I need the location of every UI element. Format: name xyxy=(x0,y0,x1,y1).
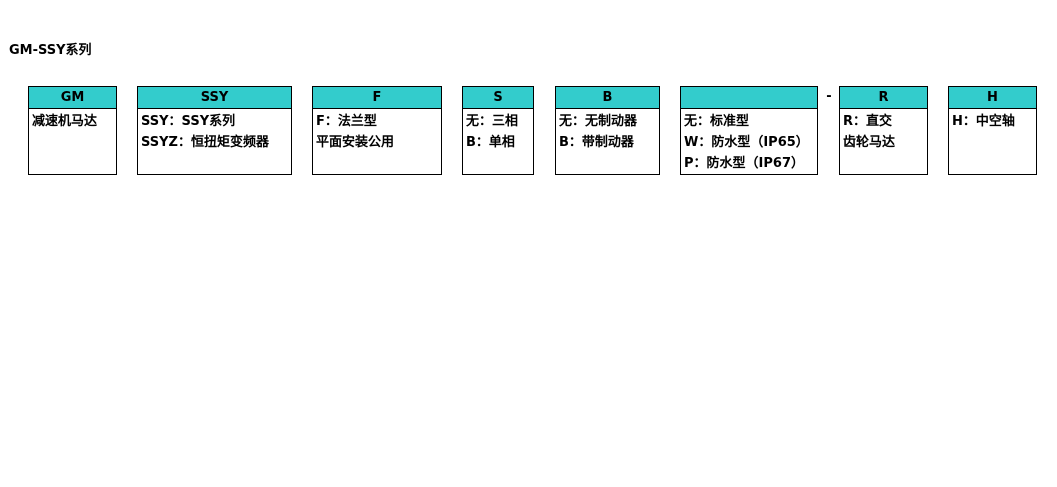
code-option: 无：三相 xyxy=(466,114,519,129)
code-options-s: 无：三相 B：单相 xyxy=(463,109,533,153)
code-option: H：中空轴 xyxy=(952,114,1015,129)
code-header-h: H xyxy=(949,87,1036,109)
code-options-b: 无：无制动器 B：带制动器 xyxy=(556,109,659,153)
code-option: B：带制动器 xyxy=(559,135,634,150)
code-options-r: R：直交 齿轮马达 xyxy=(840,109,927,153)
code-header-b: B xyxy=(556,87,659,109)
code-separator: - xyxy=(826,89,832,104)
code-option: SSYZ：恒扭矩变频器 xyxy=(141,135,269,150)
code-header-protection xyxy=(681,87,817,109)
code-box-s: S 无：三相 B：单相 xyxy=(462,86,534,175)
code-option: B：单相 xyxy=(466,135,515,150)
code-box-r: R R：直交 齿轮马达 xyxy=(839,86,928,175)
code-header-s: S xyxy=(463,87,533,109)
code-options-f: F：法兰型 平面安装公用 xyxy=(313,109,441,153)
code-header-f: F xyxy=(313,87,441,109)
code-option: P：防水型（IP67） xyxy=(684,156,804,171)
code-box-gm: GM 减速机马达 xyxy=(28,86,117,175)
code-option: SSY：SSY系列 xyxy=(141,114,236,129)
code-options-gm: 减速机马达 xyxy=(29,109,116,132)
code-option: R：直交 xyxy=(843,114,893,129)
code-header-r: R xyxy=(840,87,927,109)
code-option: 无：标准型 xyxy=(684,114,750,129)
code-box-h: H H：中空轴 xyxy=(948,86,1037,175)
code-option: F：法兰型 xyxy=(316,114,377,129)
code-option: W：防水型（IP65） xyxy=(684,135,809,150)
code-box-f: F F：法兰型 平面安装公用 xyxy=(312,86,442,175)
code-box-ssy: SSY SSY：SSY系列 SSYZ：恒扭矩变频器 xyxy=(137,86,292,175)
code-options-ssy: SSY：SSY系列 SSYZ：恒扭矩变频器 xyxy=(138,109,291,153)
code-box-protection: 无：标准型 W：防水型（IP65） P：防水型（IP67） xyxy=(680,86,818,175)
code-box-b: B 无：无制动器 B：带制动器 xyxy=(555,86,660,175)
code-option: 减速机马达 xyxy=(32,114,98,129)
code-options-protection: 无：标准型 W：防水型（IP65） P：防水型（IP67） xyxy=(681,109,817,174)
code-header-gm: GM xyxy=(29,87,116,109)
code-option: 平面安装公用 xyxy=(316,135,395,150)
code-option: 无：无制动器 xyxy=(559,114,638,129)
code-option: 齿轮马达 xyxy=(843,135,896,150)
code-header-ssy: SSY xyxy=(138,87,291,109)
code-options-h: H：中空轴 xyxy=(949,109,1036,132)
page-title: GM-SSY系列 xyxy=(9,43,92,58)
